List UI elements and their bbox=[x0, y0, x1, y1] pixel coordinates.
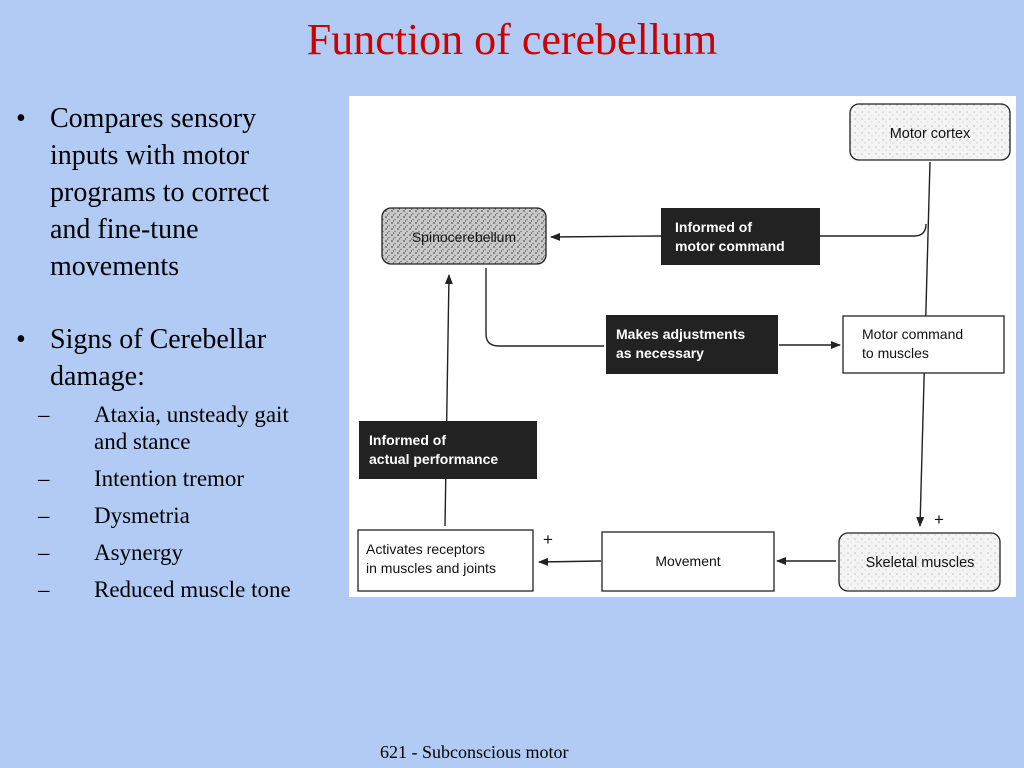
arrow-movement-to-receptors bbox=[538, 557, 602, 566]
bullet-line: programs to correct bbox=[50, 177, 270, 208]
dash-mark: – bbox=[38, 466, 50, 491]
box-spinocerebellum-label: Spinocerebellum bbox=[412, 229, 516, 245]
bullet-item-compares: • Compares sensory inputs with motor pro… bbox=[14, 100, 344, 285]
bullet-line: inputs with motor bbox=[50, 140, 250, 171]
cerebellum-feedback-diagram: Motor cortex Spinocerebellum Informed of… bbox=[357, 103, 1011, 592]
arrow-receptors-to-spinocerebellum bbox=[444, 274, 453, 527]
label-informed-motor-line2: motor command bbox=[675, 238, 785, 254]
label-makes-adjustments-line2: as necessary bbox=[616, 345, 704, 361]
box-skeletal-muscles-label: Skeletal muscles bbox=[866, 555, 975, 571]
sub-item-line: and stance bbox=[94, 429, 191, 454]
sub-item-reduced-tone: – Reduced muscle tone bbox=[14, 576, 344, 603]
sub-item-ataxia: – Ataxia, unsteady gait and stance bbox=[14, 401, 344, 455]
slide-footer: 621 - Subconscious motor bbox=[380, 742, 569, 762]
dash-mark: – bbox=[38, 577, 50, 602]
bullet-mark: • bbox=[16, 324, 26, 355]
arrow-spinocerebellum-to-command bbox=[485, 268, 604, 347]
box-motor-cortex: Motor cortex bbox=[849, 103, 1011, 161]
label-informed-performance-line1: Informed of bbox=[369, 432, 446, 448]
sub-bullet-list: – Ataxia, unsteady gait and stance – Int… bbox=[38, 401, 344, 603]
bullet-line: Compares sensory bbox=[50, 103, 257, 134]
arrow-informed-to-spinocerebellum bbox=[550, 232, 662, 241]
sub-item-asynergy: – Asynergy bbox=[14, 539, 344, 566]
dash-mark: – bbox=[38, 540, 50, 565]
box-activates-receptors-line2: in muscles and joints bbox=[366, 560, 496, 576]
sub-item-line: Reduced muscle tone bbox=[94, 577, 291, 602]
dash-mark: – bbox=[38, 503, 50, 528]
sub-item-line: Asynergy bbox=[94, 540, 184, 565]
box-activates-receptors-line1: Activates receptors bbox=[366, 541, 485, 557]
label-makes-adjustments: Makes adjustments as necessary bbox=[606, 315, 778, 374]
box-movement: Movement bbox=[601, 531, 775, 592]
box-motor-cortex-label: Motor cortex bbox=[890, 126, 971, 142]
box-motor-command-line2: to muscles bbox=[862, 345, 929, 361]
sub-item-intention-tremor: – Intention tremor bbox=[14, 465, 344, 492]
plus-sign-receptors: + bbox=[543, 530, 553, 549]
dash-mark: – bbox=[38, 402, 50, 427]
label-informed-motor-command: Informed of motor command bbox=[661, 208, 820, 265]
box-movement-label: Movement bbox=[655, 553, 720, 569]
sub-item-line: Intention tremor bbox=[94, 466, 245, 491]
sub-item-line: Dysmetria bbox=[94, 503, 190, 528]
bullet-line: movements bbox=[50, 251, 180, 282]
label-informed-motor-line1: Informed of bbox=[675, 219, 752, 235]
bullet-line: Signs of Cerebellar bbox=[50, 324, 267, 355]
bullet-mark: • bbox=[16, 103, 26, 134]
diagram-panel: Motor cortex Spinocerebellum Informed of… bbox=[349, 96, 1016, 597]
bullet-list: • Compares sensory inputs with motor pro… bbox=[14, 100, 344, 613]
bullet-line: damage: bbox=[50, 361, 145, 392]
label-makes-adjustments-line1: Makes adjustments bbox=[616, 326, 745, 342]
arrow-cortex-to-spinocerebellum bbox=[819, 223, 927, 237]
box-motor-command-line1: Motor command bbox=[862, 326, 963, 342]
label-informed-performance-line2: actual performance bbox=[369, 451, 498, 467]
box-skeletal-muscles: Skeletal muscles bbox=[838, 532, 1001, 592]
label-informed-performance: Informed of actual performance bbox=[359, 421, 537, 479]
sub-item-line: Ataxia, unsteady gait bbox=[94, 402, 289, 427]
box-activates-receptors: Activates receptors in muscles and joint… bbox=[357, 529, 534, 592]
box-spinocerebellum: Spinocerebellum bbox=[381, 207, 547, 265]
box-motor-command: Motor command to muscles bbox=[842, 315, 1005, 374]
bullet-line: and fine-tune bbox=[50, 214, 199, 245]
slide-title: Function of cerebellum bbox=[306, 15, 718, 64]
sub-item-dysmetria: – Dysmetria bbox=[14, 502, 344, 529]
plus-sign-skeletal: + bbox=[934, 510, 944, 529]
bullet-item-signs: • Signs of Cerebellar damage: – Ataxia, … bbox=[14, 321, 344, 603]
